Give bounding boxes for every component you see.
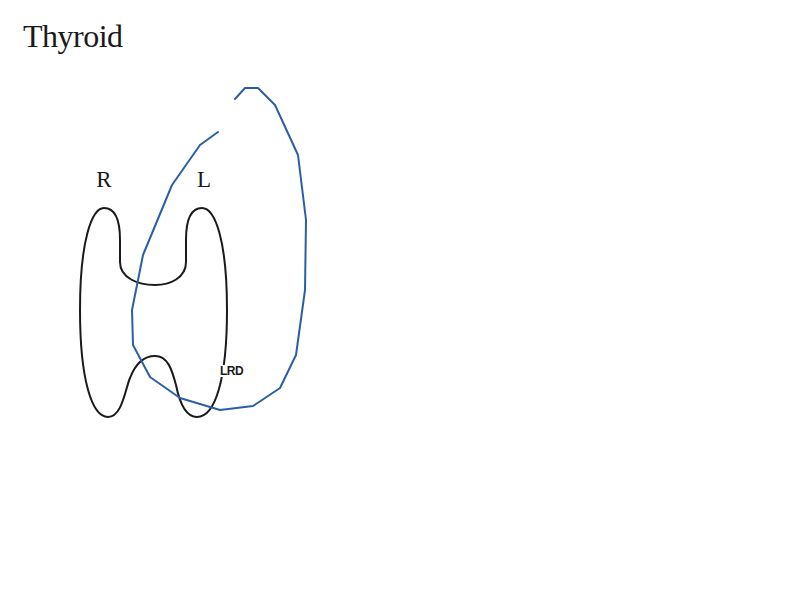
marked-region (132, 88, 306, 410)
thyroid-outline (80, 208, 227, 417)
region-label: LRD (219, 365, 244, 377)
diagram-title: Thyroid (23, 20, 123, 52)
side-label: L (197, 168, 211, 191)
side-label: R (96, 168, 111, 191)
